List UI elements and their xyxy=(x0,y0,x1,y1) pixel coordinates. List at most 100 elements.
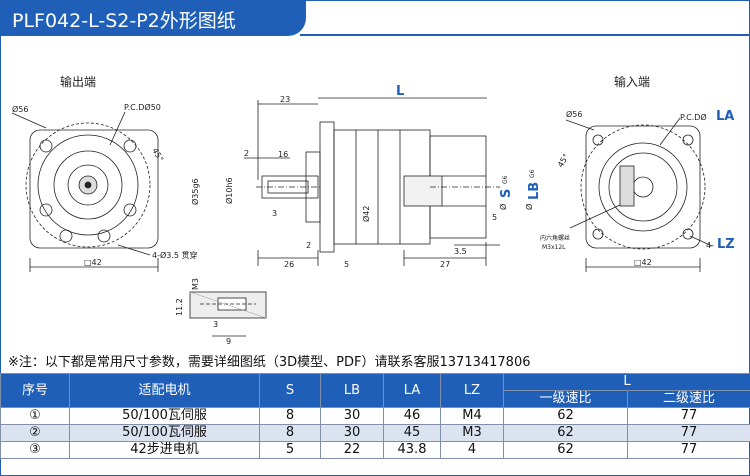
output-shaft-center xyxy=(84,181,92,189)
technical-drawing: 输出端 Ø56 P.C.DØ50 45° 4-Ø3.5 贯穿 □42 L 23 xyxy=(11,74,735,346)
cell-stage2: 77 xyxy=(627,407,750,425)
dim-26: 26 xyxy=(284,260,294,269)
output-square-label: □42 xyxy=(84,258,102,267)
page-title: PLF042-L-S2-P2外形图纸 xyxy=(12,10,236,32)
input-end-label: 输入端 xyxy=(614,74,650,89)
cell-LB: 22 xyxy=(320,441,384,459)
title-divider xyxy=(300,34,750,36)
input-hole-tr xyxy=(682,134,694,146)
table-row: ② 50/100瓦伺服 8 30 45 M3 62 77 xyxy=(0,424,750,442)
output-body-circle xyxy=(37,134,139,236)
output-hole-r xyxy=(123,203,137,217)
clamp-screw xyxy=(619,165,635,207)
LB-tol: G6 xyxy=(529,169,536,178)
LZ-prefix: 4- xyxy=(706,241,714,250)
S-tol: G6 xyxy=(502,175,509,184)
cell-motor: 50/100瓦伺服 xyxy=(69,407,260,425)
cell-motor: 50/100瓦伺服 xyxy=(69,424,260,442)
cell-LA: 45 xyxy=(383,424,441,442)
input-bore xyxy=(403,175,443,207)
header-motor: 适配电机 xyxy=(69,373,260,408)
input-pcd-label: P.C.DØ xyxy=(680,112,707,122)
header-LA: LA xyxy=(383,373,441,408)
dim-5b: 5 xyxy=(492,213,497,222)
output-pcd-leader xyxy=(109,111,126,146)
output-angle-label: 45° xyxy=(150,147,165,164)
input-bore-circle xyxy=(632,176,654,198)
cell-LZ: M4 xyxy=(440,407,504,425)
output-hole-b xyxy=(59,229,73,243)
input-hole-tl xyxy=(592,134,604,146)
output-holes-leader xyxy=(117,244,151,256)
key-9: 9 xyxy=(226,337,231,346)
L-dim-label: L xyxy=(396,84,404,99)
cell-stage2: 77 xyxy=(627,441,750,459)
cell-LA: 43.8 xyxy=(383,441,441,459)
output-pcd-circle xyxy=(25,122,151,248)
header-stage1: 一级速比 xyxy=(503,390,628,408)
LA-label: LA xyxy=(716,109,734,124)
side-view: L 23 2 16 Ø35g6 Ø10h6 3 Ø42 2 26 xyxy=(190,84,542,269)
key-11-2: 11.2 xyxy=(175,298,184,316)
input-flange-square xyxy=(585,125,701,249)
header-no: 序号 xyxy=(0,373,70,408)
key-3: 3 xyxy=(213,320,218,329)
output-d56-label: Ø56 xyxy=(12,104,28,114)
cell-LA: 46 xyxy=(383,407,441,425)
cell-stage1: 62 xyxy=(503,407,628,425)
LB-dia-symbol: Ø xyxy=(524,204,534,210)
dim-3: 3 xyxy=(272,209,277,218)
output-d56-leader xyxy=(11,112,47,129)
output-boss-circle xyxy=(53,150,123,220)
dim-10h6: Ø10h6 xyxy=(224,177,234,204)
input-inner-circle xyxy=(608,152,678,222)
cell-motor: 42步进电机 xyxy=(69,441,260,459)
cell-S: 8 xyxy=(259,424,321,442)
dim-42: Ø42 xyxy=(361,206,371,222)
table-row: ③ 42步进电机 5 22 43.8 4 62 77 xyxy=(0,441,750,459)
title-tab: PLF042-L-S2-P2外形图纸 xyxy=(0,0,306,36)
cell-no: ① xyxy=(0,407,70,425)
spec-table: 序号 适配电机 S LB LA LZ L 一级速比 二级速比 ① 50/100瓦… xyxy=(0,373,750,459)
input-body-circle xyxy=(598,142,688,232)
input-hole-bl xyxy=(592,228,604,240)
output-end-view: 输出端 Ø56 P.C.DØ50 45° 4-Ø3.5 贯穿 □42 xyxy=(11,74,198,272)
output-shaft-outer xyxy=(67,164,109,206)
screw-label: 内六角螺丝 xyxy=(540,234,570,242)
dim-2a: 2 xyxy=(244,149,249,158)
cell-S: 8 xyxy=(259,407,321,425)
output-hole-bl xyxy=(39,203,53,217)
table-row: ① 50/100瓦伺服 8 30 46 M4 62 77 xyxy=(0,407,750,425)
cell-S: 5 xyxy=(259,441,321,459)
output-holes-label: 4-Ø3.5 贯穿 xyxy=(152,250,198,260)
output-hole-tl xyxy=(39,139,53,153)
output-end-label: 输出端 xyxy=(60,74,96,89)
input-square-label: □42 xyxy=(634,258,652,267)
header-L: L xyxy=(503,373,750,391)
cell-no: ② xyxy=(0,424,70,442)
cell-stage1: 62 xyxy=(503,424,628,442)
cell-stage2: 77 xyxy=(627,424,750,442)
output-hole-tr xyxy=(123,139,137,153)
LZ-label: LZ xyxy=(717,237,735,252)
cell-no: ③ xyxy=(0,441,70,459)
header-LB: LB xyxy=(320,373,384,408)
input-d56-label: Ø56 xyxy=(566,109,582,119)
input-pcd-circle xyxy=(580,124,706,250)
dim-23: 23 xyxy=(280,95,290,104)
output-pcd-label: P.C.DØ50 xyxy=(124,102,161,112)
dim-16: 16 xyxy=(278,150,288,159)
input-angle-label: 45° xyxy=(556,152,571,169)
dim-5a: 5 xyxy=(344,260,349,269)
output-flange-side xyxy=(319,121,335,253)
header-S: S xyxy=(259,373,321,408)
S-dia-symbol: Ø xyxy=(498,204,508,210)
dim-27: 27 xyxy=(440,260,450,269)
cell-LB: 30 xyxy=(320,407,384,425)
input-hole-br xyxy=(682,228,694,240)
cell-LZ: M3 xyxy=(440,424,504,442)
cell-stage1: 62 xyxy=(503,441,628,459)
input-end-view: 输入端 Ø56 P.C.DØ LA 45° 内六角螺丝 M3x12L 4- LZ… xyxy=(540,74,735,272)
dim-2b: 2 xyxy=(306,241,311,250)
key-m3: M3 xyxy=(191,278,200,290)
